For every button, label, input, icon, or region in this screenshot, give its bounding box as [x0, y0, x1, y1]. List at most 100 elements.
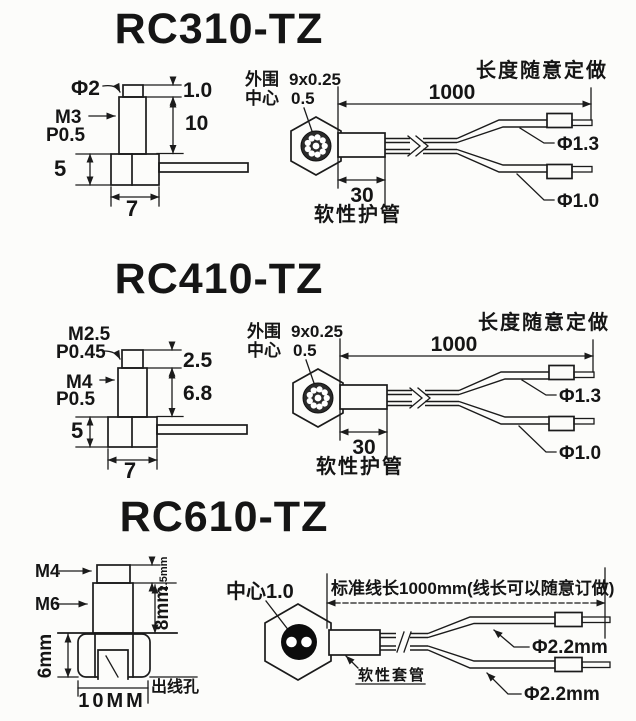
rc410-cable-view: 外围 9x0.25 中心 0.5 长度随意定做 1000: [247, 310, 608, 478]
tip-dia-arrow: [102, 82, 121, 93]
cable-break-mark: [409, 387, 424, 409]
rc410-lead-wire: [156, 424, 248, 435]
flexible-sheath: [339, 384, 388, 410]
tip-length-label: 2.5: [183, 349, 213, 372]
crimp-top: [546, 112, 573, 129]
pitch-label: P0.5: [46, 125, 86, 146]
base-width-label: 7: [124, 458, 136, 483]
rc610-cable-view: 中心1.0 标: [226, 567, 614, 705]
base-height-label: 5: [71, 418, 83, 443]
rc310-section: RC310-TZ: [46, 5, 608, 226]
rc310-base-block: [110, 153, 160, 186]
crimp-bottom: [546, 163, 573, 180]
thread-label: M6: [35, 594, 60, 614]
thread-label: M4: [66, 372, 93, 393]
tip-top: [581, 616, 611, 624]
wire-bottom-dia: Φ1.0: [559, 443, 601, 464]
base-height-label: 6mm: [35, 634, 56, 678]
rc310-threaded-body: [118, 96, 147, 155]
tip-length-label: 2.5mm: [158, 556, 170, 591]
tip-length-label: 1.0: [183, 79, 212, 102]
center-spec: 0.5: [291, 89, 315, 108]
rc610-title: RC610-TZ: [120, 493, 329, 541]
cable-break-mark: [396, 631, 405, 653]
cable-pair: [380, 611, 611, 673]
wire-outlet-label: 出线孔: [151, 677, 199, 696]
rc310-title: RC310-TZ: [115, 5, 324, 53]
sheath-name-label: 软性护管: [314, 202, 402, 226]
rc610-section: RC610-TZ: [35, 493, 614, 712]
sensor-hexagon: [290, 116, 342, 176]
rc410-section: RC410-TZ M2.5: [56, 255, 608, 483]
rc610-threaded-body: [92, 582, 134, 634]
crimp-top: [554, 611, 583, 628]
outer-label: 外围: [247, 321, 281, 341]
sheath-length-label: 30: [352, 436, 375, 459]
wire-bottom-leader: [516, 173, 555, 201]
wire-top-dia: Φ1.3: [559, 386, 601, 407]
rc310-side-view: Φ2 M3 P0.5 1.0 10 5 7: [46, 76, 249, 221]
wire-bottom-dia: Φ1.0: [557, 191, 599, 212]
body-length-label: 10: [185, 112, 208, 135]
crimp-top: [548, 364, 575, 381]
cable-length-label: 1000: [429, 81, 476, 104]
conductor-core: [281, 624, 317, 660]
cable-break-mark: [407, 135, 422, 157]
wire-bottom-leader: [486, 672, 522, 695]
rc610-side-view: M4 M6 2.5mm 8mm 6mm 10MM 出线孔: [35, 556, 199, 712]
center-spec: 中心1.0: [226, 579, 294, 603]
rc310-cable-view: 外围 9x0.25 中心 0.5 长度随意定做 1000: [245, 58, 608, 226]
sensor-hexagon: [292, 368, 344, 428]
tip-thread-label: M2.5: [68, 324, 111, 345]
rc310-lead-wire: [158, 162, 249, 173]
rc410-dimension-lines: [75, 341, 184, 470]
wire-top-dia: Φ2.2mm: [532, 637, 608, 658]
tip-top: [571, 119, 593, 127]
center-label: 中心: [245, 88, 279, 108]
sensor-hexagon: [264, 603, 332, 681]
cable-pair: [385, 112, 593, 180]
wire-top-dia: Φ1.3: [557, 134, 599, 155]
outer-label: 外围: [245, 69, 279, 89]
tip-bottom: [571, 165, 593, 173]
outlet-leader: [105, 655, 119, 678]
rc310-tip-stud: [122, 84, 144, 98]
body-length-label: 6.8: [183, 382, 213, 405]
tip-bottom: [573, 417, 595, 425]
conductor-bundle: [300, 130, 332, 162]
crimp-bottom: [548, 415, 575, 432]
wire-top-leader: [493, 629, 530, 648]
rc410-side-view: M2.5 P0.45 2.5 M4 P0.5 6.8 5 7: [56, 324, 248, 483]
wire-bottom-dia: Φ2.2mm: [524, 684, 600, 705]
tip-pitch-label: P0.45: [56, 342, 106, 363]
rc410-tip-stud: [121, 349, 144, 369]
cable-pair: [387, 364, 595, 432]
center-spec: 0.5: [293, 341, 317, 360]
sheath-leader: [345, 655, 359, 669]
tip-thread-label: M4: [35, 561, 60, 581]
length-note: 标准线长1000mm(线长可以随意订做): [331, 578, 614, 598]
length-note: 长度随意定做: [476, 58, 608, 82]
conductor-bundle: [302, 382, 334, 414]
tip-dia-label: Φ2: [71, 77, 100, 100]
crimp-bottom: [554, 656, 583, 673]
sheath-name-label: 软性护管: [316, 454, 404, 478]
tip-thread-arrow: [103, 349, 121, 360]
wire-top-leader: [521, 379, 557, 396]
center-leader: [303, 107, 314, 135]
base-width-label: 7: [126, 196, 138, 221]
rc610-tip-stud: [96, 564, 131, 584]
rc610-dimension-lines: [55, 556, 177, 704]
center-label: 中心: [247, 340, 281, 360]
rc310-dimension-lines: [75, 76, 184, 207]
wire-top-leader: [519, 127, 555, 144]
outer-spec: 9x0.25: [291, 322, 343, 341]
thread-label: M3: [55, 107, 81, 128]
base-width-label: 10MM: [78, 690, 146, 712]
flexible-sheath: [337, 132, 386, 158]
flexible-sheath: [328, 629, 381, 656]
rc410-title: RC410-TZ: [115, 255, 324, 303]
sheath-length-label: 30: [350, 184, 373, 207]
